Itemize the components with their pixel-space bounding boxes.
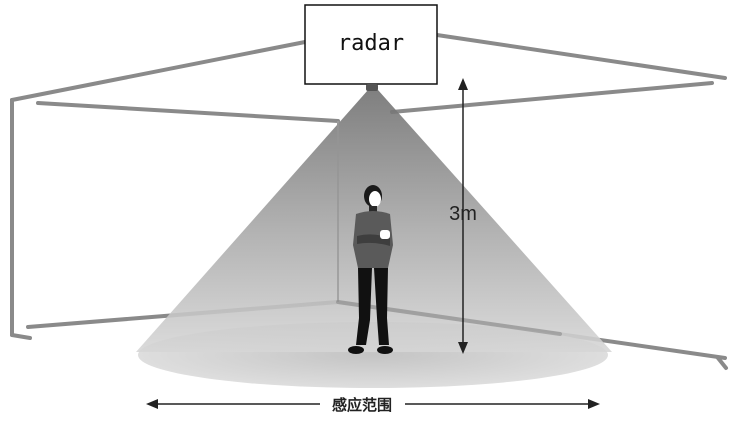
ceiling-back-left-edge — [36, 101, 340, 123]
range-dimension: 感应范围 — [146, 396, 600, 414]
radar-label: radar — [338, 31, 404, 56]
ceiling-back-right-edge — [390, 81, 714, 114]
range-label: 感应范围 — [332, 396, 392, 414]
range-arrow-right-icon — [588, 399, 600, 409]
height-arrow-top-icon — [458, 78, 468, 90]
standing-person-icon — [348, 185, 393, 354]
height-label: 3m — [449, 203, 477, 225]
height-arrow-bottom-icon — [458, 342, 468, 354]
radar-box-frame — [304, 4, 438, 85]
ceiling-left-edge — [10, 40, 307, 102]
radar-sensor-icon — [366, 84, 378, 91]
floor-right-foot — [716, 356, 728, 370]
height-dimension: 3m — [449, 78, 477, 354]
left-wall-foot — [10, 333, 32, 340]
range-arrow-left-icon — [146, 399, 158, 409]
floor-right-edge-overlay — [336, 300, 562, 336]
radar-box: radar — [304, 4, 438, 85]
ceiling-right-edge — [435, 33, 727, 80]
